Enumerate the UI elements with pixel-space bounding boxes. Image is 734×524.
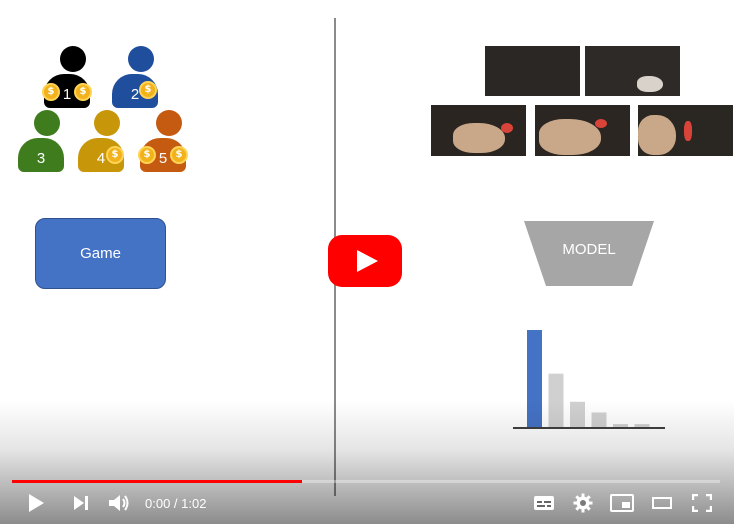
play-icon	[29, 494, 44, 512]
video-frame-thumbnail	[485, 46, 580, 96]
volume-button[interactable]	[106, 490, 132, 516]
distribution-bar	[634, 424, 650, 427]
output-distribution-bars	[513, 330, 665, 429]
distribution-bar	[527, 330, 542, 427]
distribution-bar	[613, 424, 628, 427]
next-icon	[74, 496, 88, 510]
coin-icon: $	[106, 146, 124, 164]
model-label: MODEL	[562, 241, 616, 258]
youtube-logo-icon	[328, 235, 402, 287]
video-frame-thumbnail	[431, 105, 526, 156]
progress-bar[interactable]	[12, 480, 720, 483]
coin-icon: $	[74, 83, 92, 101]
progress-bar-played	[12, 480, 303, 483]
player-1-number: 1	[62, 86, 72, 103]
player-2-figure: 2	[110, 46, 170, 118]
distribution-bar	[570, 401, 585, 427]
miniplayer-icon	[610, 494, 634, 512]
game-label: Game	[80, 245, 121, 262]
player-2-number: 2	[130, 86, 140, 103]
volume-icon	[109, 495, 129, 511]
coin-icon: $	[170, 146, 188, 164]
model-block: MODEL	[524, 221, 654, 286]
settings-icon	[573, 493, 593, 513]
fullscreen-icon	[692, 494, 712, 512]
miniplayer-button[interactable]	[608, 490, 636, 516]
video-frame-thumbnail	[638, 105, 733, 156]
subtitles-button[interactable]	[531, 490, 557, 516]
next-button[interactable]	[69, 490, 93, 516]
player-3-figure: 3	[16, 110, 76, 182]
player-4-figure: 4	[76, 110, 136, 182]
youtube-play-button[interactable]	[328, 235, 402, 287]
coin-icon: $	[42, 83, 60, 101]
video-frame-thumbnail	[585, 46, 680, 96]
time-text: 0:00 / 1:02	[145, 495, 207, 511]
play-button[interactable]	[24, 490, 48, 516]
game-box: Game	[35, 218, 166, 289]
player-4-number: 4	[96, 150, 106, 167]
theater-icon	[652, 497, 672, 509]
theater-mode-button[interactable]	[649, 490, 675, 516]
distribution-bar	[591, 412, 607, 427]
time-display: 0:00 / 1:02	[145, 490, 217, 516]
player-5-number: 5	[158, 150, 168, 167]
fullscreen-button[interactable]	[689, 490, 715, 516]
video-frame-thumbnail	[535, 105, 630, 156]
subtitles-icon	[534, 496, 554, 510]
distribution-bar	[548, 373, 564, 427]
settings-button[interactable]	[570, 490, 596, 516]
player-1-figure: 1	[42, 46, 102, 118]
coin-icon: $	[139, 81, 157, 99]
player-3-number: 3	[36, 150, 46, 167]
coin-icon: $	[138, 146, 156, 164]
